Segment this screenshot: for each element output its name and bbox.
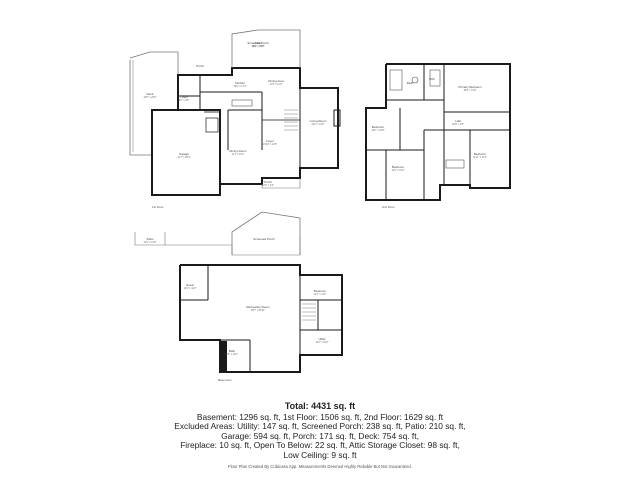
room-label: Bath — [229, 349, 236, 353]
room-dimensions: 13'0" x 13'5" — [371, 129, 384, 132]
room-label: Hall — [455, 119, 461, 123]
room-label: WIC — [429, 77, 436, 81]
room-dimensions: 13'5" x 20'6" — [143, 96, 156, 99]
room-label: Bedroom — [392, 165, 405, 169]
summary-line: Excluded Areas: Utility: 147 sq. ft, Scr… — [174, 421, 466, 432]
front-porch — [261, 178, 301, 189]
main-house-walls — [177, 67, 339, 185]
room-dimensions: 21'7" x 20'4" — [177, 156, 190, 159]
room-dimensions: 28'7" x 25'11" — [251, 309, 265, 312]
room-dimensions: 10'3" x 12'0" — [315, 341, 328, 344]
room-label: Living Room — [310, 119, 327, 123]
room-dimensions: 18'9" x 11'0" — [252, 45, 265, 48]
room-dimensions: 14'0" x 15'0" — [251, 45, 264, 48]
room-label: Patio — [147, 237, 154, 241]
second-floor-caption: 2nd Floor — [382, 205, 395, 209]
room-label: Patio — [255, 41, 262, 45]
room-label: Recreation Room — [246, 305, 270, 309]
basement-plan — [134, 211, 343, 373]
room-dimensions: 11'7" x 10'1" — [232, 153, 245, 156]
room-label: Kitchen — [235, 81, 245, 85]
first-floor-caption: 1st Floor — [152, 205, 164, 209]
deck-outline — [129, 51, 179, 156]
disclaimer-footer: Floor Plan Created By Cubicasa App. Meas… — [228, 464, 412, 469]
basement-caption: Basement — [218, 378, 232, 382]
room-dimensions: 13'4" x 14'5" — [143, 241, 156, 244]
first-floor-plan — [129, 29, 341, 196]
second-floor-walls — [365, 63, 511, 201]
room-label: Utility — [318, 337, 326, 341]
room-dimensions: 6'6" x 11'0" — [226, 353, 238, 356]
room-dimensions: 12'6" x 4'0" — [262, 184, 274, 187]
basement-patio — [134, 232, 166, 246]
room-dimensions: 12'4" x 12'4" — [391, 169, 404, 172]
room-label: Garage — [179, 152, 189, 156]
room-dimensions: 11'11" x 11'2" — [473, 156, 487, 159]
room-label: Bedroom — [474, 152, 487, 156]
summary-line: Fireplace: 10 sq. ft, Open To Below: 22 … — [180, 440, 460, 451]
room-dimensions: 18'3" x 14'0" — [463, 89, 476, 92]
room-label: Bedroom — [372, 125, 385, 129]
room-dimensions: 11'9" x 12'3" — [270, 83, 283, 86]
room-label: Bedroom — [314, 289, 327, 293]
room-dimensions: 13'10" x 12'6" — [263, 143, 278, 146]
room-label: Screened Porch — [253, 237, 275, 241]
room-dimensions: 22'6" x 14'0" — [311, 123, 324, 126]
room-label: Guest — [186, 283, 194, 287]
room-label: Dining Area — [268, 79, 284, 83]
room-label: Deck — [147, 92, 154, 96]
basement-screened-porch — [231, 211, 301, 255]
room-dimensions: 12'1" x 11'1" — [314, 293, 327, 296]
summary-line: Low Ceiling: 9 sq. ft — [283, 449, 357, 460]
room-label: Porch — [264, 180, 272, 184]
room-dimensions: 14'5" x 17'1" — [233, 85, 246, 88]
summary-line: Garage: 594 sq. ft, Porch: 171 sq. ft, D… — [221, 430, 419, 441]
room-label: Bath — [407, 81, 414, 85]
patio-outline — [231, 29, 301, 68]
room-dimensions: 10'1" x 11'2" — [184, 287, 197, 290]
room-label: Foyer — [180, 95, 188, 99]
room-label: Dining Room — [229, 149, 247, 153]
second-floor-plan — [365, 63, 511, 201]
room-label: Screened Porch — [247, 41, 269, 45]
room-label: Porch — [196, 64, 204, 68]
room-label: Primary Bedroom — [458, 85, 482, 89]
room-dimensions: 6'6" x 4'6" — [179, 99, 190, 102]
room-dimensions: 18'6" x 3'6" — [452, 123, 464, 126]
total-area: Total: 4431 sq. ft — [284, 401, 356, 411]
summary-line: Basement: 1296 sq. ft, 1st Floor: 1506 s… — [196, 411, 444, 422]
area-summary: Total: 4431 sq. ft Basement: 1296 sq. ft… — [0, 401, 640, 461]
room-label: Foyer — [266, 139, 274, 143]
